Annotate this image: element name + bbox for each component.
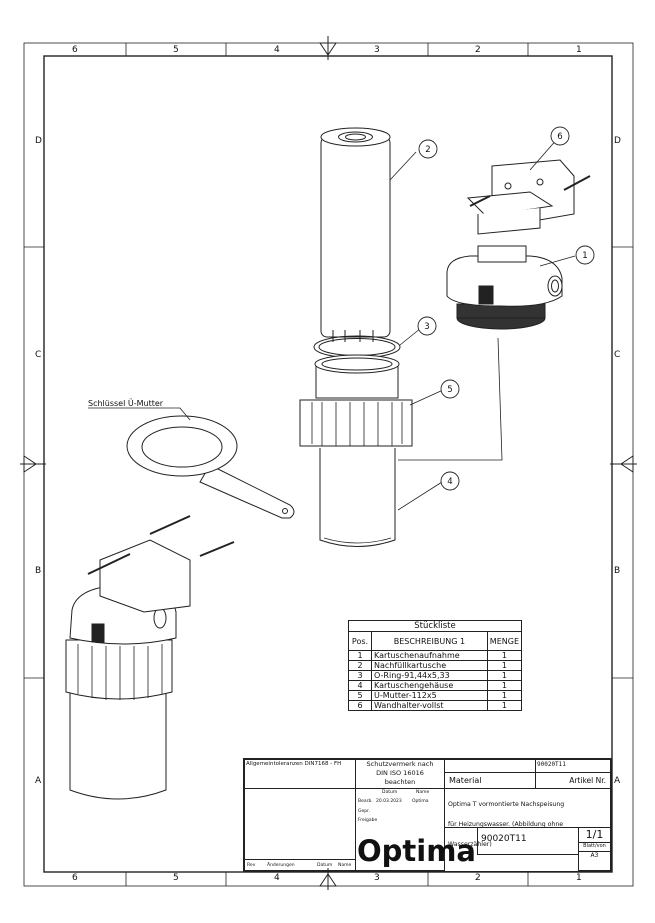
parts-pos: 4 bbox=[348, 680, 372, 691]
table-row: 3 O-Ring-91,44x5,33 1 bbox=[348, 670, 523, 681]
changes-header: Änderungen bbox=[267, 863, 295, 868]
zone-row-c-right: C bbox=[614, 350, 621, 360]
revision-header-row: Rev Änderungen Datum Name bbox=[244, 859, 356, 871]
parts-header-pos: Pos. bbox=[348, 631, 372, 651]
zone-col-4-bottom: 4 bbox=[274, 873, 280, 883]
sheet-number: 1/1 bbox=[578, 827, 611, 843]
rev-name-header: Name bbox=[338, 863, 352, 868]
parts-header-desc: BESCHREIBUNG 1 bbox=[371, 631, 488, 651]
parts-header-qty: MENGE bbox=[486, 631, 523, 651]
zone-col-2-bottom: 2 bbox=[475, 873, 481, 883]
zone-col-4-top: 4 bbox=[274, 45, 280, 55]
format-label: A3 bbox=[578, 851, 611, 871]
name-header: Name bbox=[416, 790, 430, 795]
parts-desc: Wandhalter-vollst bbox=[371, 700, 488, 711]
key-wrench-label: Schlüssel Ü-Mutter bbox=[88, 399, 164, 408]
callout-circles bbox=[417, 126, 595, 491]
zone-col-1-top: 1 bbox=[576, 45, 582, 55]
protection-line-1: Schutzvermerk nach bbox=[366, 760, 434, 768]
parts-desc: Ü-Mutter-112x5 bbox=[371, 690, 488, 701]
date-value: 20.03.2023 bbox=[376, 799, 402, 804]
leader-lines bbox=[88, 137, 576, 511]
tolerance-note: Allgemeintoleranzen DIN7168 - FH bbox=[244, 759, 356, 789]
parts-qty: 1 bbox=[486, 700, 523, 711]
table-row: 1 Kartuschenaufnahme 1 bbox=[348, 650, 523, 661]
parts-qty: 1 bbox=[486, 690, 523, 701]
rev-header: Rev bbox=[247, 863, 256, 868]
zone-col-5-top: 5 bbox=[173, 45, 179, 55]
date-header: Datum bbox=[382, 790, 398, 795]
rev-date-header: Datum bbox=[317, 863, 333, 868]
callout-1: 1 bbox=[582, 251, 587, 261]
description-line-1: Optima T vormontierte Nachspeisung bbox=[448, 801, 565, 808]
table-row: 5 Ü-Mutter-112x5 1 bbox=[348, 690, 523, 701]
callout-6: 6 bbox=[557, 132, 562, 142]
parts-list-title: Stückliste bbox=[348, 620, 522, 632]
zone-row-a-right: A bbox=[614, 776, 621, 786]
callout-2: 2 bbox=[425, 145, 430, 155]
table-row: 6 Wandhalter-vollst 1 bbox=[348, 700, 523, 711]
zone-col-2-top: 2 bbox=[475, 45, 481, 55]
protection-line-3: beachten bbox=[384, 778, 416, 786]
parts-qty: 1 bbox=[486, 680, 523, 691]
zone-col-1-bottom: 1 bbox=[576, 873, 582, 883]
material-label: Material bbox=[444, 772, 536, 789]
parts-desc: Nachfüllkartusche bbox=[371, 660, 488, 671]
parts-pos: 6 bbox=[348, 700, 372, 711]
name-value: Optima bbox=[412, 799, 429, 804]
parts-qty: 1 bbox=[486, 660, 523, 671]
zone-col-3-bottom: 3 bbox=[374, 873, 380, 883]
zone-row-d-left: D bbox=[35, 136, 42, 146]
zone-row-c-left: C bbox=[35, 350, 42, 360]
callout-3: 3 bbox=[424, 322, 429, 332]
zone-col-6-top: 6 bbox=[72, 45, 78, 55]
zone-col-3-top: 3 bbox=[374, 45, 380, 55]
callout-5: 5 bbox=[447, 385, 452, 395]
parts-pos: 1 bbox=[348, 650, 372, 661]
parts-desc: O-Ring-91,44x5,33 bbox=[371, 670, 488, 681]
protection-note: Schutzvermerk nach DIN ISO 16016 beachte… bbox=[355, 759, 445, 789]
material-spacer bbox=[444, 759, 536, 773]
parts-list-table: Stückliste Pos. BESCHREIBUNG 1 MENGE 1 K… bbox=[348, 620, 523, 711]
head-drawing bbox=[446, 245, 563, 330]
bracket-drawing bbox=[466, 159, 591, 235]
article-number-top: 90020T11 bbox=[535, 759, 611, 773]
parts-qty: 1 bbox=[486, 670, 523, 681]
callout-4: 4 bbox=[447, 477, 452, 487]
parts-pos: 3 bbox=[348, 670, 372, 681]
approval-grid: Datum Name Bearb. 20.03.2023 Optima Gepr… bbox=[355, 788, 445, 871]
zone-row-a-left: A bbox=[35, 776, 42, 786]
optima-logo: Optima bbox=[357, 834, 477, 868]
zone-row-b-right: B bbox=[614, 566, 621, 576]
housing-drawing bbox=[299, 354, 413, 547]
parts-qty: 1 bbox=[486, 650, 523, 661]
title-block: Allgemeintoleranzen DIN7168 - FH Schutzv… bbox=[243, 758, 612, 872]
description-block: Optima T vormontierte Nachspeisung für H… bbox=[444, 788, 611, 848]
assembled-unit-drawing bbox=[65, 515, 235, 800]
zone-col-5-bottom: 5 bbox=[173, 873, 179, 883]
callout-numbers: 1 2 3 4 5 6 bbox=[424, 132, 587, 487]
description-line-2: für Heizungswasser. (Abbildung ohne Wass… bbox=[448, 821, 564, 848]
key-wrench-drawing bbox=[126, 415, 295, 519]
row-label-bearb: Bearb. bbox=[358, 799, 373, 804]
parts-pos: 2 bbox=[348, 660, 372, 671]
drawing-number: 90020T11 bbox=[477, 827, 579, 855]
parts-desc: Kartuschenaufnahme bbox=[371, 650, 488, 661]
parts-pos: 5 bbox=[348, 690, 372, 701]
zone-row-b-left: B bbox=[35, 566, 42, 576]
zone-col-6-bottom: 6 bbox=[72, 873, 78, 883]
row-label-freigabe: Freigabe bbox=[358, 818, 378, 823]
protection-line-2: DIN ISO 16016 bbox=[376, 769, 424, 777]
table-row: 4 Kartuschengehäuse 1 bbox=[348, 680, 523, 691]
cartridge-drawing bbox=[320, 127, 391, 342]
table-row: 2 Nachfüllkartusche 1 bbox=[348, 660, 523, 671]
zone-row-d-right: D bbox=[614, 136, 621, 146]
row-label-gepr: Gepr. bbox=[358, 809, 370, 814]
parts-desc: Kartuschengehäuse bbox=[371, 680, 488, 691]
article-label: Artikel Nr. bbox=[535, 772, 611, 789]
